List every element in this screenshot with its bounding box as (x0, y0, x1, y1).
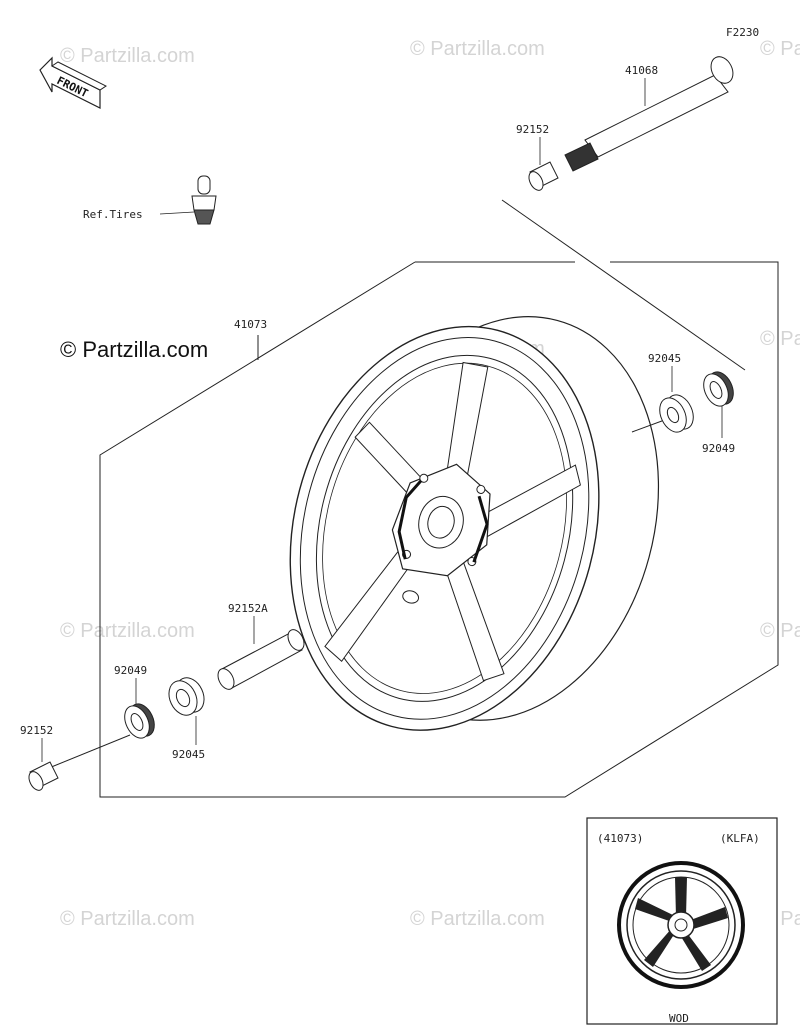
watermark: © Partzilla.com (760, 38, 800, 60)
inset-wheel (617, 861, 745, 989)
collar-92152-top: 92152 (516, 123, 559, 191)
seal-92049-left: 92049 (114, 664, 155, 739)
watermark: © Partzilla.com (410, 38, 545, 60)
watermark: © Partzilla.com (60, 908, 195, 930)
collar-left-label: 92152 (20, 724, 53, 737)
watermark: © Partzilla.com (760, 328, 800, 350)
axle-41068: 41068 (564, 56, 734, 172)
watermark: © Partzilla.com (60, 620, 195, 642)
bearing-92045-right: 92045 (648, 352, 694, 433)
diagram-code: F2230 (726, 26, 759, 39)
copyright: © Partzilla.com (60, 337, 208, 362)
valve-stem (159, 175, 217, 225)
bearing-left-label: 92045 (172, 748, 205, 761)
inset-panel: (41073) (KLFA) WOD (586, 817, 778, 1025)
spacer-92152A: 92152A (217, 602, 305, 690)
collar-92152-left: 92152 (20, 724, 59, 791)
seal-left-label: 92049 (114, 664, 147, 677)
axle-label: 41068 (625, 64, 658, 77)
watermark: © Partzilla.com (60, 45, 195, 67)
wheel-41073 (289, 316, 660, 731)
wheel-label: 41073 (234, 318, 267, 331)
bearing-right-label: 92045 (648, 352, 681, 365)
watermark: © Partzilla.com (410, 908, 545, 930)
inset-part-number: (41073) (597, 832, 643, 845)
spacer-label: 92152A (228, 602, 268, 615)
watermark: © Partzilla.com (760, 620, 800, 642)
seal-92049-right: 92049 (702, 371, 735, 455)
inset-variant: (KLFA) (720, 832, 760, 845)
inset-color-code: WOD (669, 1012, 689, 1025)
bearing-92045-left: 92045 (168, 677, 205, 761)
collar-top-label: 92152 (516, 123, 549, 136)
seal-right-label: 92049 (702, 442, 735, 455)
ref-tires-label: Ref.Tires (83, 208, 143, 221)
